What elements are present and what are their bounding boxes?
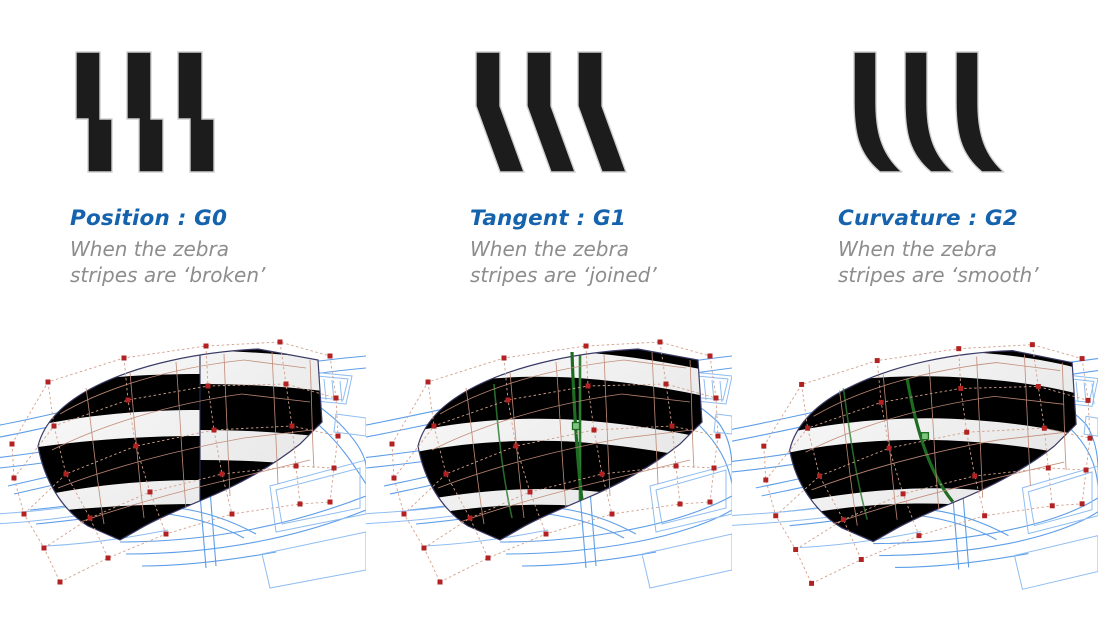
- edge-midpoint-marker: [920, 432, 930, 441]
- continuity-column-g2: Curvature : G2 When the zebra stripes ar…: [732, 0, 1098, 630]
- cad-view-g1: [366, 318, 732, 618]
- caption-body-g2: When the zebra stripes are ‘smooth’: [838, 236, 1100, 289]
- caption-body-line-1: When the zebra: [70, 236, 229, 261]
- control-points: [9, 339, 341, 585]
- zebra-stripes-joined: [472, 44, 652, 184]
- seam-curve-highlight: [574, 349, 582, 540]
- tangent-edge-highlight: [493, 351, 584, 519]
- patch-outline: [417, 348, 703, 541]
- caption-body-line-1: When the zebra: [470, 236, 629, 261]
- cad-view-g0: [0, 318, 366, 618]
- caption-title-g2: Curvature : G2: [838, 206, 1018, 231]
- caption-block-g1: Tangent : G1 When the zebra stripes are …: [470, 208, 770, 288]
- caption-body-g0: When the zebra stripes are ‘broken’: [70, 236, 370, 289]
- caption-body-line-1: When the zebra: [838, 236, 997, 261]
- zebra-stripes-broken: [72, 44, 252, 184]
- caption-body-line-2: stripes are ‘joined’: [470, 262, 657, 287]
- continuity-column-g1: Tangent : G1 When the zebra stripes are …: [366, 0, 732, 630]
- surface-isoparm-grid: [51, 351, 315, 525]
- patch-outline: [789, 350, 1077, 543]
- control-points: [389, 339, 721, 585]
- control-points: [761, 342, 1093, 586]
- continuity-column-g0: Position : G0 When the zebra stripes are…: [0, 0, 366, 630]
- edge-midpoint-marker: [571, 421, 581, 431]
- caption-body-g1: When the zebra stripes are ‘joined’: [470, 236, 770, 289]
- caption-block-g0: Position : G0 When the zebra stripes are…: [70, 208, 370, 288]
- cad-view-g2: [732, 318, 1098, 618]
- caption-body-line-2: stripes are ‘broken’: [70, 262, 266, 287]
- caption-body-line-2: stripes are ‘smooth’: [838, 262, 1039, 287]
- caption-title-g1: Tangent : G1: [470, 206, 627, 231]
- patch-outline: [37, 348, 323, 541]
- caption-title-g0: Position : G0: [70, 206, 228, 231]
- caption-block-g2: Curvature : G2 When the zebra stripes ar…: [838, 208, 1100, 288]
- zebra-stripes-smooth: [850, 44, 1030, 184]
